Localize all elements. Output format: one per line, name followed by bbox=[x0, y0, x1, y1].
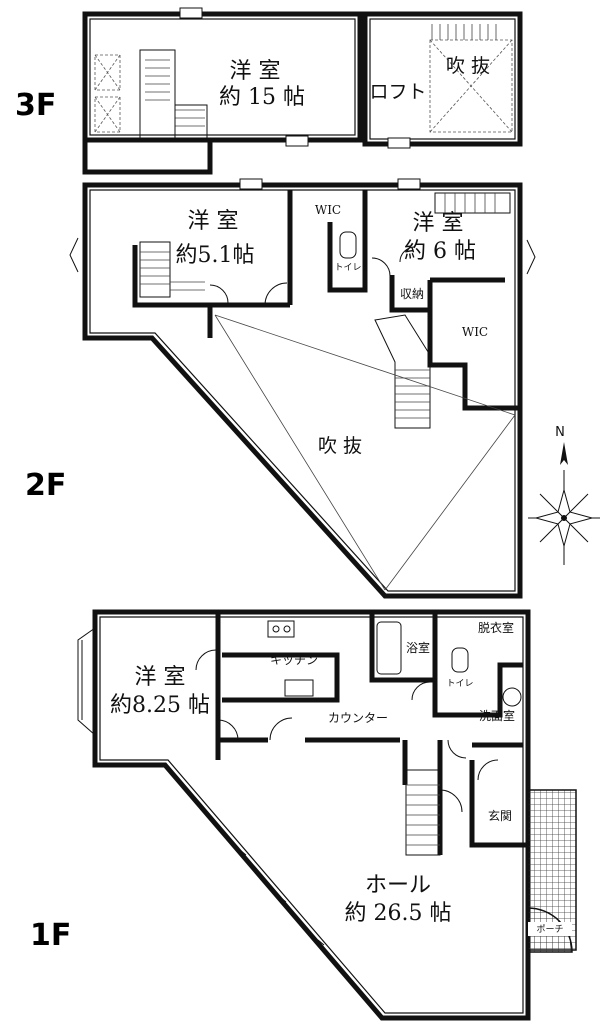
stair-3f bbox=[139, 49, 208, 139]
toilet-fixture bbox=[451, 647, 469, 673]
porch bbox=[527, 789, 577, 953]
3f-west-block bbox=[82, 11, 363, 143]
floor-2f: 洋 室 約5.1帖 WIC 洋 室 約 6 帖 トイレ 収納 WIC 吹 抜 bbox=[69, 178, 536, 599]
room-label-2f-wic-a: WIC bbox=[315, 203, 341, 217]
room-label-2f-storage: 収納 bbox=[400, 287, 424, 301]
floor-label-1f: 1F bbox=[30, 918, 71, 953]
room-label-1f-counter: カウンター bbox=[328, 711, 388, 725]
bay-window bbox=[69, 237, 79, 273]
1f-outer-wall bbox=[92, 609, 531, 1021]
window-marker bbox=[239, 178, 263, 190]
room-label-1f-bath: 浴室 bbox=[406, 640, 430, 655]
2f-room-a-wall bbox=[132, 245, 213, 338]
room-size-2f-yoshitsu-a: 約5.1帖 bbox=[176, 243, 255, 268]
room-label-2f-fukinuke: 吹 抜 bbox=[318, 435, 362, 457]
floor-1f: 洋 室 約8.25 帖 キッチン 浴室 脱衣室 トイレ 洗面室 カウンター 玄関… bbox=[77, 609, 577, 1021]
room-label-1f-entrance: 玄関 bbox=[488, 808, 512, 823]
loft-void bbox=[429, 24, 513, 133]
bay-window bbox=[526, 239, 536, 275]
3f-loft-block bbox=[362, 11, 523, 147]
stove-icon bbox=[267, 620, 295, 638]
washbasin-icon bbox=[502, 687, 522, 707]
compass: N bbox=[528, 425, 600, 565]
2f-outer-wall bbox=[82, 182, 523, 599]
bath-wall bbox=[369, 612, 435, 683]
entrance-wall bbox=[469, 742, 528, 848]
window-marker bbox=[397, 178, 421, 190]
room-label-3f-fukinuke: 吹 抜 bbox=[446, 55, 490, 77]
room-size-1f-hall: 約 26.5 帖 bbox=[345, 901, 452, 926]
room-label-2f-yoshitsu-b: 洋 室 bbox=[413, 211, 464, 236]
floor-3f: 洋 室 約 15 帖 ロフト 吹 抜 bbox=[82, 7, 523, 175]
room-label-2f-toilet: トイレ bbox=[334, 263, 361, 273]
stair-1f bbox=[405, 769, 441, 856]
stair-2f-east bbox=[434, 192, 511, 214]
room-size-1f-yoshitsu: 約8.25 帖 bbox=[110, 693, 210, 718]
room-label-1f-kitchen: キッチン bbox=[270, 653, 318, 667]
stair-2f-center bbox=[374, 314, 431, 429]
room-label-1f-yoshitsu: 洋 室 bbox=[135, 665, 186, 690]
room-label-1f-hall: ホール bbox=[365, 873, 431, 898]
skylight bbox=[94, 54, 121, 133]
north-arrow-icon bbox=[560, 442, 568, 465]
room-label-2f-yoshitsu-a: 洋 室 bbox=[188, 209, 239, 234]
2f-void-lines bbox=[214, 314, 516, 591]
bathtub-icon bbox=[376, 621, 402, 675]
room-label-3f-loft: ロフト bbox=[369, 81, 426, 103]
room-label-1f-porch: ポーチ bbox=[536, 924, 563, 935]
bay-window bbox=[77, 627, 96, 736]
room-size-3f-yoshitsu: 約 15 帖 bbox=[219, 85, 305, 110]
floor-label-3f: 3F bbox=[15, 88, 56, 123]
floor-label-2f: 2F bbox=[25, 468, 66, 503]
window-marker bbox=[179, 7, 203, 19]
room-size-2f-yoshitsu-b: 約 6 帖 bbox=[404, 239, 476, 264]
3f-stair-notch bbox=[82, 140, 213, 175]
room-label-1f-dressing: 脱衣室 bbox=[478, 620, 514, 635]
2f-wic-b-wall bbox=[427, 280, 520, 411]
sink-icon bbox=[284, 679, 314, 697]
room-label-2f-wic-b: WIC bbox=[462, 325, 488, 339]
room-label-3f-yoshitsu: 洋 室 bbox=[230, 59, 281, 84]
2f-toilet-wall bbox=[327, 222, 368, 293]
room-label-1f-toilet: トイレ bbox=[446, 679, 473, 689]
window-marker bbox=[387, 137, 411, 149]
compass-north-label: N bbox=[555, 425, 565, 440]
window-marker bbox=[285, 135, 309, 147]
toilet-fixture bbox=[339, 231, 357, 259]
kitchen-counter bbox=[222, 652, 340, 703]
room-label-1f-washroom: 洗面室 bbox=[479, 708, 515, 723]
stair-2f-west bbox=[139, 241, 205, 298]
